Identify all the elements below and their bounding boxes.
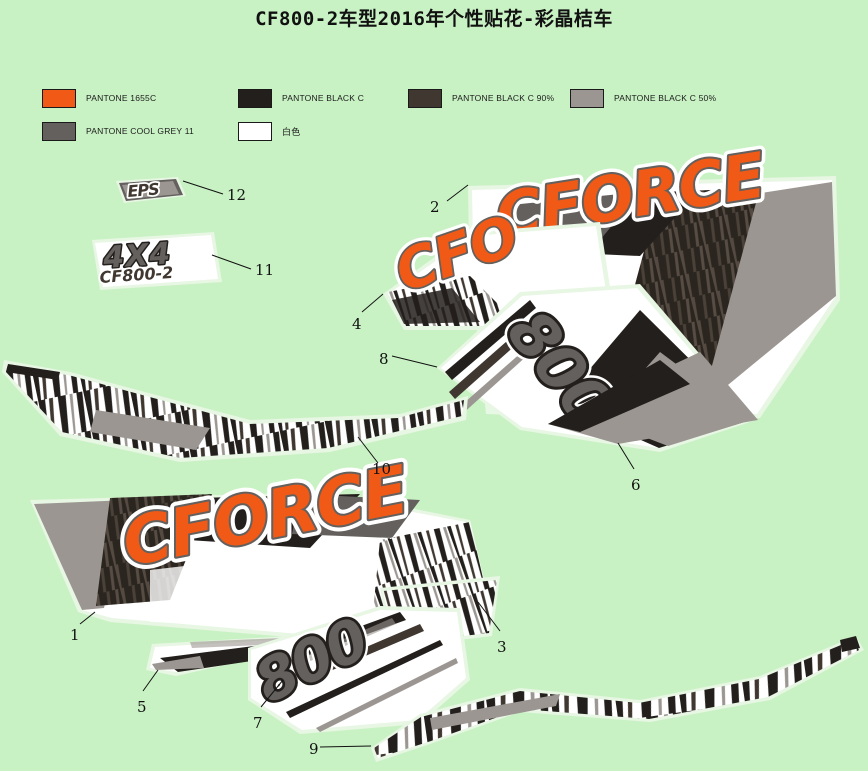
decal-lower-800-panel: 800 800 800: [239, 600, 470, 734]
leader-line-2: [446, 184, 469, 202]
legend-swatch-pantone-black-c: [238, 88, 272, 108]
legend-item-white: 白色: [238, 121, 300, 141]
leader-line-11: [211, 254, 252, 270]
legend-label-pantone-black-c-90: PANTONE BLACK C 90%: [452, 93, 555, 103]
leader-line-7: [260, 679, 284, 708]
callout-11: 11: [255, 261, 275, 279]
svg-text:EPS: EPS: [127, 179, 160, 201]
callout-5: 5: [137, 698, 147, 716]
legend-swatch-pantone-black-c-50: [570, 88, 604, 108]
callout-4: 4: [352, 315, 362, 333]
callout-8: 8: [379, 350, 389, 368]
leader-line-12: [182, 180, 224, 195]
leader-line-9: [319, 745, 372, 748]
callout-6: 6: [631, 476, 641, 494]
svg-text:4X4: 4X4: [101, 236, 172, 276]
legend-item-pantone-black-c-50: PANTONE BLACK C 50%: [570, 88, 716, 108]
leader-line-10: [357, 436, 379, 464]
legend-swatch-pantone-1655c: [42, 88, 76, 108]
callout-1: 1: [70, 626, 80, 644]
legend-swatch-pantone-cool-grey-11: [42, 121, 76, 141]
legend-swatch-pantone-black-c-90: [408, 88, 442, 108]
svg-text:EPS: EPS: [127, 179, 160, 201]
leader-line-1: [79, 611, 96, 625]
legend-item-pantone-1655c: PANTONE 1655C: [42, 88, 156, 108]
callout-leader-lines: [79, 180, 635, 748]
leader-line-3: [477, 601, 501, 632]
decal-grey-wing-right: [548, 352, 758, 444]
callout-10: 10: [372, 460, 392, 478]
legend-label-pantone-black-c: PANTONE BLACK C: [282, 93, 365, 103]
page-title: CF800-2车型2016年个性贴花-彩晶桔车: [255, 8, 613, 30]
legend-item-pantone-black-c: PANTONE BLACK C: [238, 88, 364, 108]
legend-label-pantone-black-c-50: PANTONE BLACK C 50%: [614, 93, 717, 103]
callout-7: 7: [253, 714, 263, 732]
svg-text:4X4: 4X4: [101, 236, 172, 276]
callout-2: 2: [430, 198, 440, 216]
legend-item-pantone-black-c-90: PANTONE BLACK C 90%: [408, 88, 554, 108]
color-legend: PANTONE 1655C PANTONE BLACK C PANTONE BL…: [42, 88, 782, 148]
decal-lower-left-fender: CFORCE CFORCE CFORCE: [30, 445, 490, 638]
callout-12: 12: [227, 186, 247, 204]
badge-4x4-cf800-2: 4X4 4X4 4X4 CF800-2 CF800-2: [92, 232, 222, 290]
callout-3: 3: [497, 638, 507, 656]
legend-label-pantone-1655c: PANTONE 1655C: [86, 93, 157, 103]
callout-9: 9: [309, 740, 319, 758]
leader-line-6: [617, 442, 635, 470]
legend-label-white: 白色: [282, 127, 301, 138]
leader-line-5: [142, 669, 159, 692]
legend-swatch-white: [238, 121, 272, 141]
badge-eps: EPS EPS: [116, 177, 186, 203]
decal-left-shard-strip: [2, 360, 468, 462]
leader-line-4: [361, 293, 384, 313]
legend-item-pantone-cool-grey-11: PANTONE COOL GREY 11: [42, 121, 194, 141]
svg-text:4X4: 4X4: [101, 236, 172, 276]
legend-label-pantone-cool-grey-11: PANTONE COOL GREY 11: [86, 126, 194, 136]
leader-line-8: [391, 355, 438, 368]
decal-bottom-swoosh-strip: [371, 636, 864, 762]
